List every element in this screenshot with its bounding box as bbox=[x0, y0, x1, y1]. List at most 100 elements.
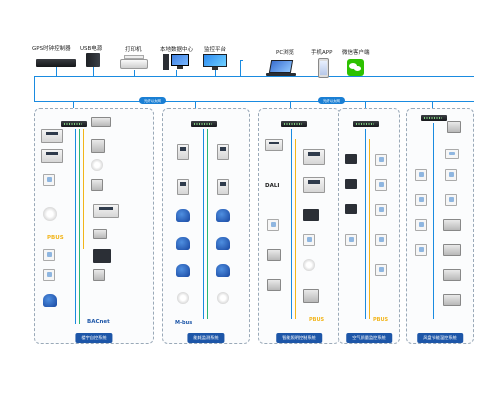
energy-gas-1 bbox=[177, 292, 189, 304]
wechat-label: 微信客户端 bbox=[342, 50, 370, 56]
ups-connector bbox=[93, 66, 95, 77]
panel-air: PBUS 空气质量监控系统 bbox=[338, 108, 400, 344]
main-bus-left-riser bbox=[34, 76, 36, 102]
panel-air-title: 空气质量监控系统 bbox=[346, 333, 392, 343]
lighting-dali-tag: DALI bbox=[265, 183, 280, 189]
bas-io-module bbox=[93, 204, 119, 218]
upper-ethernet-bus bbox=[34, 76, 474, 78]
lighting-module bbox=[267, 279, 281, 291]
desktop-icon bbox=[163, 54, 191, 72]
wechat-icon bbox=[347, 59, 364, 76]
air-sensor-6 bbox=[375, 264, 387, 276]
air-sensor-5 bbox=[375, 234, 387, 246]
panel-lighting-title: 智能照明控制系统 bbox=[276, 333, 322, 343]
bas-valve bbox=[91, 159, 103, 171]
printer-connector bbox=[134, 70, 136, 77]
bas-vfd bbox=[93, 249, 111, 263]
bas-bacnet: BACnet bbox=[87, 319, 110, 325]
gps-clock-device bbox=[34, 57, 80, 67]
energy-water-2 bbox=[216, 209, 230, 222]
fancoil-thermostat-5 bbox=[415, 219, 427, 231]
fancoil-thermostat-2 bbox=[445, 169, 457, 181]
fancoil-thermostat-1 bbox=[415, 169, 427, 181]
gps-connector bbox=[56, 66, 58, 77]
fancoil-thermostat-3 bbox=[415, 194, 427, 206]
bas-meter-1 bbox=[41, 149, 63, 163]
panel-fancoil: 风盘节能温控系统 bbox=[406, 108, 474, 344]
air-panel-3 bbox=[345, 204, 357, 214]
lighting-switch bbox=[281, 121, 307, 127]
fancoil-unit-4 bbox=[443, 294, 461, 306]
panel-lighting: DALI PBUS 智能照明控制系统 bbox=[258, 108, 340, 344]
lighting-panel-2 bbox=[303, 234, 315, 246]
ups-icon bbox=[86, 53, 100, 67]
ups-label: USB电源 bbox=[80, 46, 103, 52]
air-sensor-2 bbox=[375, 179, 387, 191]
fancoil-thermostat-4 bbox=[445, 194, 457, 206]
lighting-relay-2 bbox=[303, 177, 325, 193]
energy-water-5 bbox=[176, 264, 190, 277]
gps-clock-label: GPS时钟控制器 bbox=[32, 46, 71, 52]
air-sensor-1 bbox=[375, 154, 387, 166]
remote-connector bbox=[240, 60, 242, 77]
air-pbus: PBUS bbox=[373, 317, 389, 323]
fancoil-unit-3 bbox=[443, 269, 461, 281]
energy-meter-1 bbox=[177, 144, 189, 160]
printer-icon bbox=[120, 55, 148, 71]
bas-sensor-1 bbox=[43, 174, 55, 186]
remote-bus bbox=[240, 60, 243, 62]
monitor-label: 监控平台 bbox=[204, 47, 227, 53]
fancoil-thermostat-6 bbox=[415, 244, 427, 256]
printer-label: 打印机 bbox=[125, 47, 142, 53]
monitor-connector bbox=[215, 70, 217, 77]
energy-water-4 bbox=[216, 237, 230, 250]
bas-sensor-round bbox=[43, 207, 57, 221]
bas-sensor-4 bbox=[93, 229, 107, 239]
lighting-sensor-1 bbox=[267, 249, 281, 261]
desktop-label: 本地数据中心 bbox=[160, 47, 194, 53]
energy-water-6 bbox=[216, 264, 230, 277]
panel-bas-title: 楼宇自控系统 bbox=[75, 333, 113, 343]
energy-water-3 bbox=[176, 237, 190, 250]
bas-pbus-tag: PBUS bbox=[47, 235, 64, 241]
energy-mbus: M-bus bbox=[175, 320, 193, 326]
panel-fancoil-title: 风盘节能温控系统 bbox=[417, 333, 463, 343]
main-ethernet-bus bbox=[34, 101, 474, 103]
fancoil-router bbox=[447, 121, 461, 133]
panel-energy-title: 能耗监测系统 bbox=[187, 333, 225, 343]
lighting-gateway bbox=[265, 139, 283, 151]
energy-meter-3 bbox=[177, 179, 189, 195]
phone-icon bbox=[318, 58, 329, 78]
bas-controller bbox=[41, 129, 63, 143]
air-switch bbox=[353, 121, 379, 127]
laptop-icon bbox=[266, 60, 296, 78]
air-panel-1 bbox=[345, 154, 357, 164]
panel-bas: PBUS BACnet 楼宇自控系统 bbox=[34, 108, 154, 344]
bas-sensor-5 bbox=[93, 269, 105, 281]
lighting-relay-1 bbox=[303, 149, 325, 165]
lighting-panel-1 bbox=[267, 219, 279, 231]
bas-module-1 bbox=[91, 117, 111, 127]
fancoil-gateway bbox=[445, 149, 459, 159]
energy-water-1 bbox=[176, 209, 190, 222]
lighting-pbus: PBUS bbox=[309, 317, 325, 323]
fancoil-unit-1 bbox=[443, 219, 461, 231]
energy-meter-4 bbox=[217, 179, 229, 195]
fancoil-unit-2 bbox=[443, 244, 461, 256]
energy-switch bbox=[191, 121, 217, 127]
bas-sensor-2 bbox=[43, 249, 55, 261]
bus-badge-left: 光纤以太网 bbox=[139, 97, 166, 104]
bas-switch bbox=[61, 121, 87, 127]
bas-sensor-3 bbox=[43, 269, 55, 281]
monitor-icon bbox=[203, 54, 227, 71]
gps-clock-icon bbox=[36, 59, 76, 67]
lighting-touch-panel bbox=[303, 209, 319, 221]
air-sensor-3 bbox=[375, 204, 387, 216]
bas-actuator bbox=[91, 179, 103, 191]
pc-label: PC浏览 bbox=[276, 50, 295, 56]
air-sensor-4 bbox=[345, 234, 357, 246]
fancoil-switch bbox=[421, 115, 447, 121]
lighting-module-2 bbox=[303, 289, 319, 303]
lighting-sensor-round bbox=[303, 259, 315, 271]
energy-gas-2 bbox=[217, 292, 229, 304]
